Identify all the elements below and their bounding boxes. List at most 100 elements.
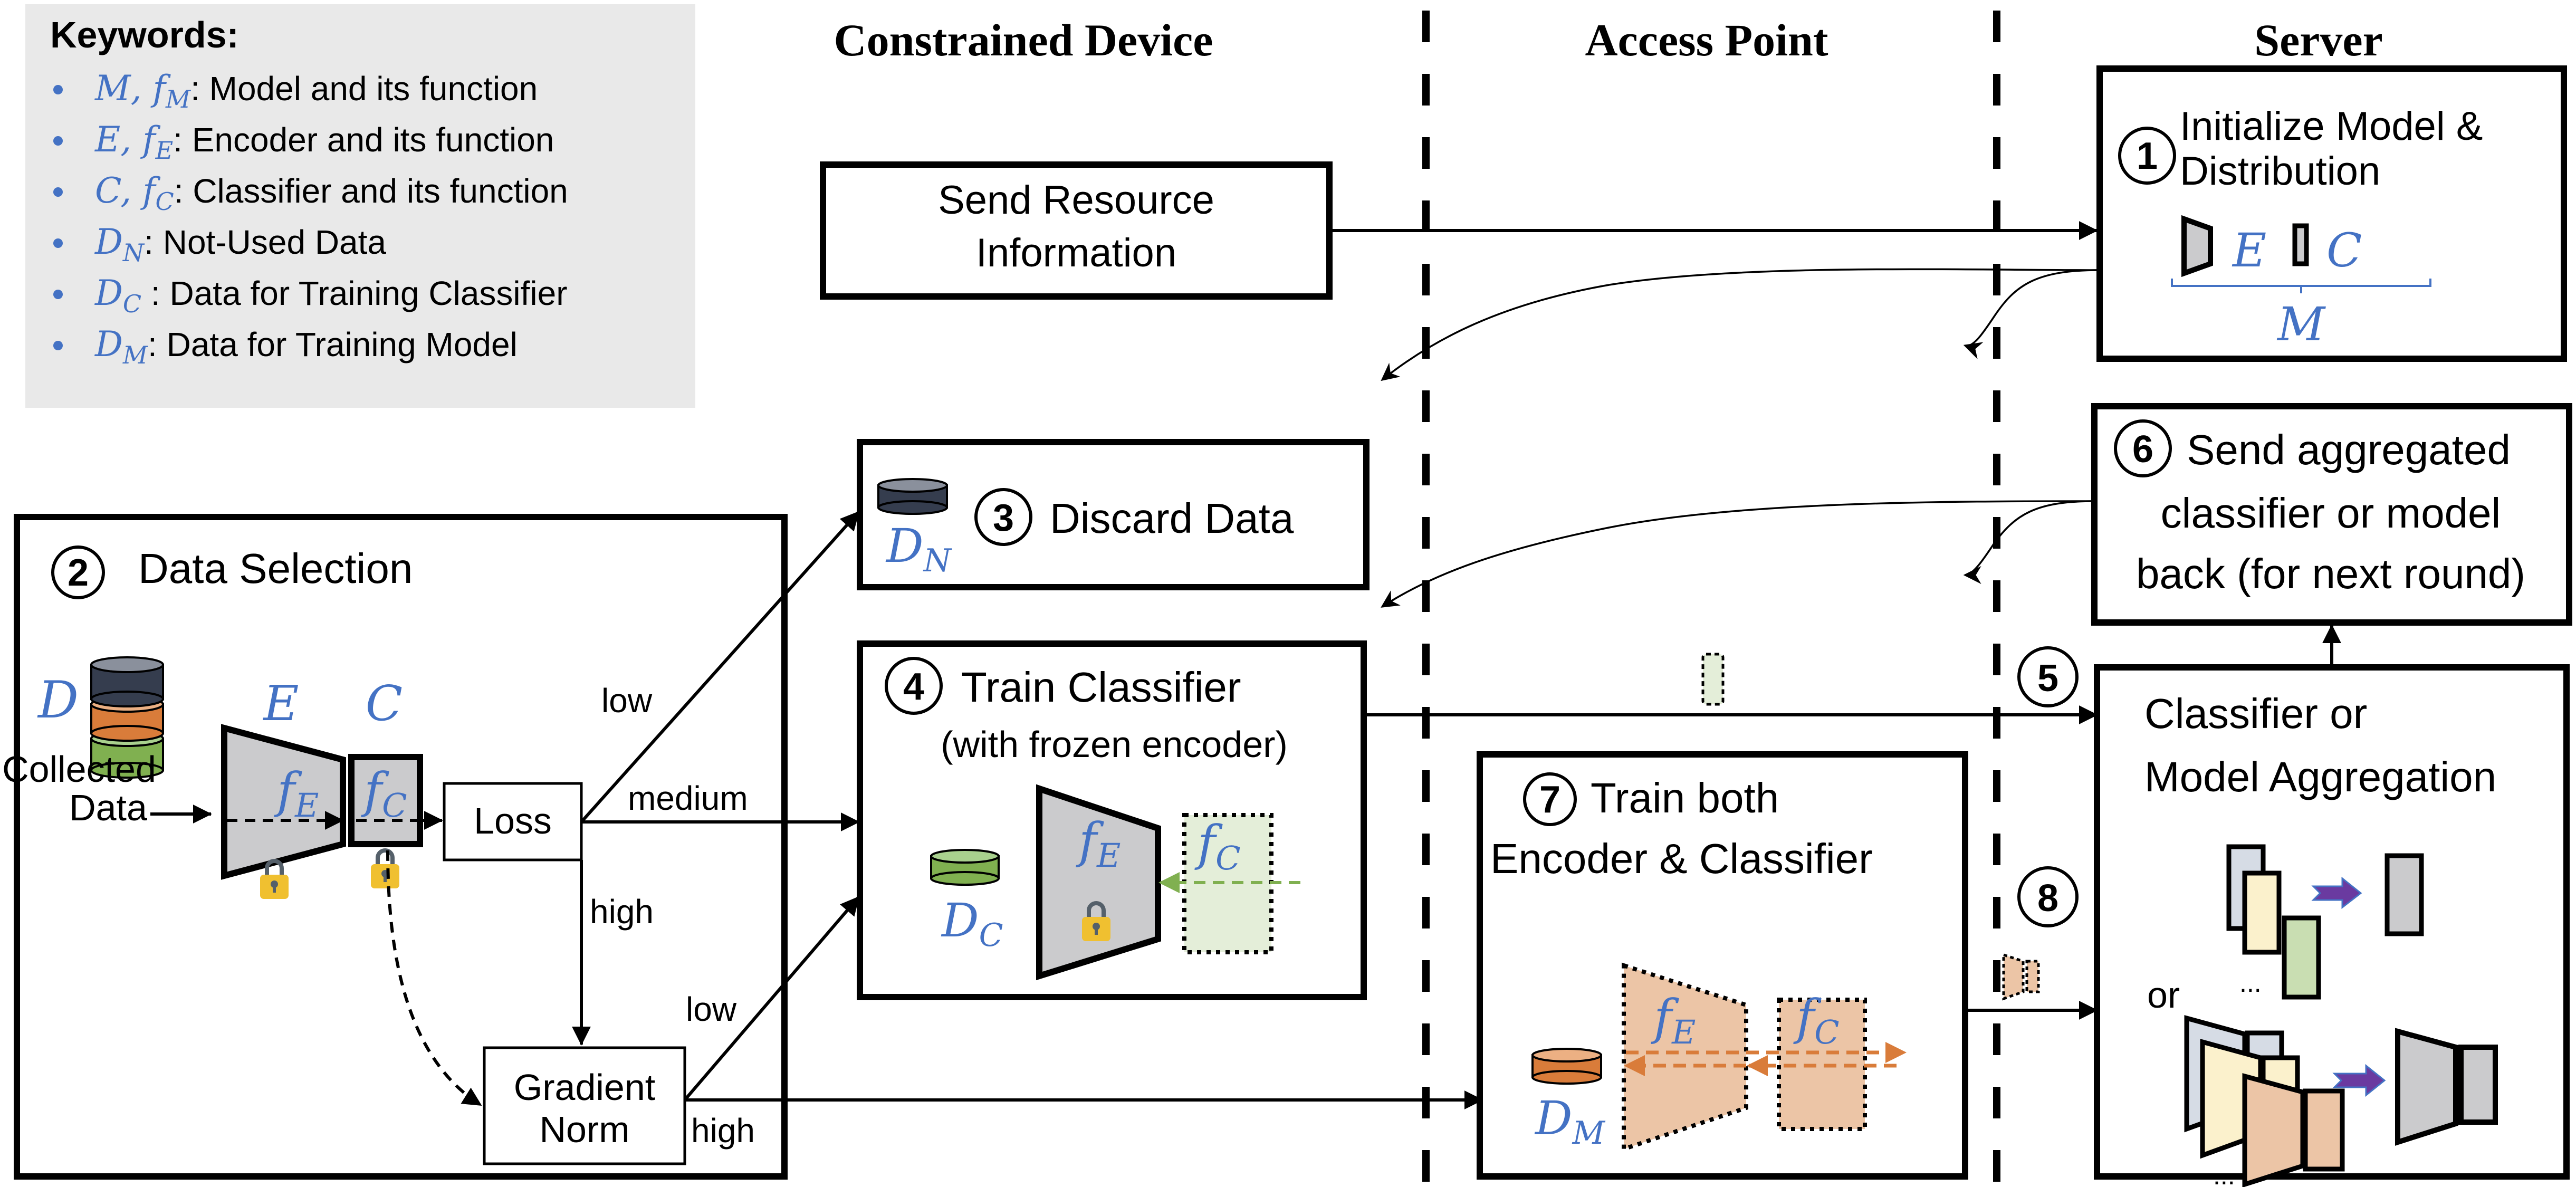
keyword-text: DN: Not-Used Data xyxy=(94,222,386,267)
step1-encoder-symbol: E xyxy=(2232,223,2266,277)
keyword-text: M, fM: Model and its function xyxy=(94,68,538,113)
step3-data-symbol: DN xyxy=(885,519,953,579)
send-resource-box[interactable]: Send Resource Information xyxy=(820,161,1333,300)
step2-classifier-label: C xyxy=(366,675,403,732)
step6-send-aggregated-box[interactable]: 6 Send aggregated classifier or model ba… xyxy=(2091,403,2572,626)
step4-subtitle: (with frozen encoder) xyxy=(941,724,1288,765)
step4-number: 4 xyxy=(903,666,924,708)
arrow-loss-low-to-discard xyxy=(580,510,860,824)
collected-data-line1: Collected xyxy=(2,749,156,790)
step4-number-circle xyxy=(885,657,943,715)
aggregation-line2: Model Aggregation xyxy=(2144,753,2496,800)
step6-line1: Send aggregated xyxy=(2187,426,2511,473)
edge-label-medium: medium xyxy=(628,779,748,817)
step7-number: 7 xyxy=(1539,779,1560,821)
send-resource-line2: Information xyxy=(976,231,1176,275)
arrow-aggregated-to-device xyxy=(1381,500,2095,608)
step7-train-both-box[interactable]: 7 Train both Encoder & Classifier DM fE … xyxy=(1477,751,1968,1180)
keywords-background xyxy=(25,4,695,408)
keyword-item: DM: Data for Training Model xyxy=(53,324,518,369)
bullet-icon xyxy=(53,290,63,299)
step1-initialize-box[interactable]: 1 Initialize Model & Distribution E C M xyxy=(2096,65,2567,362)
column-header-device: Constrained Device xyxy=(834,15,1213,65)
classifier-aggregation-illustration: ... xyxy=(2226,844,2424,1000)
bullet-icon xyxy=(53,85,63,94)
step8-number-circle xyxy=(2017,866,2079,927)
step1-encoder-shape xyxy=(2181,215,2213,277)
step5-number-circle xyxy=(2017,646,2079,707)
keyword-item: E, fE: Encoder and its function xyxy=(53,119,554,165)
step4-title: Train Classifier xyxy=(961,664,1241,711)
step1-number-circle xyxy=(2118,127,2176,185)
not-used-data-database-icon xyxy=(877,478,948,515)
step2-encoder-shape xyxy=(221,724,346,880)
step3-number: 3 xyxy=(993,497,1014,539)
keyword-text: E, fE: Encoder and its function xyxy=(94,119,554,165)
loss-label: Loss xyxy=(474,800,552,841)
keyword-item: DN: Not-Used Data xyxy=(53,222,386,267)
column-header-server: Server xyxy=(2254,15,2383,65)
step7-encoder-shape xyxy=(1622,962,1748,1152)
step1-number: 1 xyxy=(2137,135,2158,177)
collected-data-line2: Data xyxy=(69,787,147,828)
step7-fe-symbol: fE xyxy=(1651,989,1696,1051)
step2-encoder-label: E xyxy=(262,675,299,732)
step1-classifier-symbol: C xyxy=(2326,223,2362,277)
collected-data-symbol: D xyxy=(37,671,79,730)
arrow-distribute-to-device xyxy=(1381,268,2100,381)
uploaded-model-icon xyxy=(2002,953,2040,1001)
bullet-icon xyxy=(53,238,63,248)
step6-line2: classifier or model xyxy=(2161,490,2501,537)
step2-number: 2 xyxy=(68,552,89,594)
step2-fe-symbol: fE xyxy=(274,762,319,825)
keywords-title: Keywords: xyxy=(50,14,239,55)
gradient-norm-line2: Norm xyxy=(539,1109,629,1150)
step3-number-circle xyxy=(974,488,1032,546)
bullet-icon xyxy=(53,341,63,350)
edge-label-low-loss: low xyxy=(601,682,653,720)
step7-title-line2: Encoder & Classifier xyxy=(1490,835,1873,882)
step2-data-selection-box[interactable]: 2 Data Selection D Collected Data E C fE… xyxy=(2,514,788,1180)
arrow-classifier-to-gradient xyxy=(386,850,482,1107)
step2-number-circle xyxy=(51,545,105,599)
classifier-ellipsis: ... xyxy=(2239,968,2262,998)
model-aggregation-illustration: ... xyxy=(2184,1015,2498,1187)
step1-title-line2: Distribution xyxy=(2180,149,2380,194)
column-header-access-point: Access Point xyxy=(1585,15,1828,65)
aggregation-or-label: or xyxy=(2147,974,2180,1016)
arrow-gradient-low-to-train-classifier xyxy=(683,896,860,1101)
model-ellipsis: ... xyxy=(2213,1161,2235,1187)
aggregation-line1: Classifier or xyxy=(2144,690,2367,737)
step6-number-circle xyxy=(2114,419,2172,477)
arrow-aggregated-to-access-point xyxy=(1963,500,2095,584)
step1-model-symbol: M xyxy=(2276,297,2326,351)
arrow-distribute-to-access-point xyxy=(1963,269,2100,359)
collected-data-database-icon xyxy=(90,656,164,779)
step3-title: Discard Data xyxy=(1050,495,1294,542)
aggregate-arrow-icon xyxy=(2311,876,2362,910)
step1-title-line1: Initialize Model & xyxy=(2180,104,2483,149)
edge-label-low-gradient: low xyxy=(686,990,737,1028)
aggregation-box[interactable]: Classifier or Model Aggregation ... or .… xyxy=(2094,664,2570,1187)
step4-data-symbol: DC xyxy=(941,893,1003,954)
send-resource-line1: Send Resource xyxy=(938,178,1214,223)
edge-label-high-loss: high xyxy=(590,893,654,931)
step7-title-line1: Train both xyxy=(1591,774,1779,821)
step6-number: 6 xyxy=(2132,428,2153,471)
edge-label-high-gradient: high xyxy=(691,1112,755,1150)
step4-frozen-encoder-shape xyxy=(1036,784,1161,981)
aggregate-model-arrow-icon xyxy=(2332,1064,2386,1097)
step2-classifier-shape xyxy=(348,754,423,847)
gradient-norm-line1: Gradient xyxy=(514,1067,655,1108)
keywords-list: M, fM: Model and its function E, fE: Enco… xyxy=(53,68,568,369)
step4-train-classifier-box[interactable]: 4 Train Classifier (with frozen encoder)… xyxy=(857,640,1367,1000)
bullet-icon xyxy=(53,187,63,197)
keyword-text: DM: Data for Training Model xyxy=(94,324,518,369)
step6-line3: back (for next round) xyxy=(2136,550,2525,597)
step8-number: 8 xyxy=(2037,877,2058,920)
step3-discard-box[interactable]: DN 3 Discard Data xyxy=(857,439,1370,590)
bullet-icon xyxy=(53,136,63,146)
step7-number-circle xyxy=(1523,772,1577,826)
gradient-norm-box xyxy=(483,1046,686,1165)
